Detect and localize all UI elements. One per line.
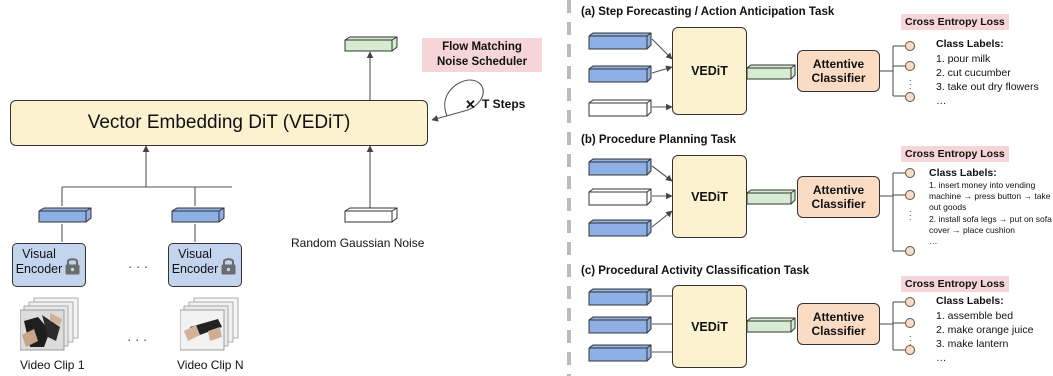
task-c-class-node-2 (905, 318, 915, 328)
task-b-input-2-white (588, 188, 652, 206)
task-b-title: (b) Procedure Planning Task (581, 134, 737, 146)
noise-embedding-white (344, 207, 398, 223)
task-c-class-node-1 (905, 297, 915, 307)
t-steps-label: T Steps (482, 97, 526, 111)
task-a-attentive-classifier: Attentive Classifier (797, 50, 880, 92)
task-b-input-3-blue (588, 219, 652, 237)
task-a-class-labels-title: Class Labels: (936, 38, 1004, 50)
task-a-class-node-2 (905, 61, 915, 71)
task-c-class-labels-list: 1. assemble bed 2. make orange juice 3. … (936, 309, 1051, 365)
task-a-class-labels-list: 1. pour milk 2. cut cucumber 3. take out… (936, 52, 1051, 108)
task-c-label-3: 3. make lantern (936, 338, 1009, 350)
task-a-label-1: 1. pour milk (936, 53, 991, 65)
encoder-ellipsis: · · · (128, 259, 149, 274)
task-a-output-green (746, 64, 796, 80)
task-b-attentive-classifier: Attentive Classifier (797, 176, 880, 218)
task-a-class-node-1 (905, 41, 915, 51)
output-embedding-green (344, 36, 398, 52)
task-c-input-2-blue (588, 316, 652, 334)
task-c-node-dots: ... (909, 329, 912, 347)
visual-encoder-n: Visual Encoder (168, 243, 242, 287)
task-b-output-green (746, 189, 796, 205)
task-a-input-2-blue (588, 65, 652, 83)
task-a-cross-entropy-loss: Cross Entropy Loss (901, 14, 1009, 30)
task-c-cross-entropy-loss: Cross Entropy Loss (901, 276, 1009, 292)
task-b-class-labels-list: 1. insert money into vending machine → p… (929, 180, 1052, 247)
clip-ellipsis: · · · (127, 332, 148, 347)
task-a-vedit-label: VEDiT (691, 64, 728, 78)
task-a-label-more: … (936, 95, 947, 107)
task-a-node-dots: ... (909, 73, 912, 91)
visual-encoder-n-label: Visual Encoder (171, 247, 219, 276)
task-a-label-2: 2. cut cucumber (936, 67, 1011, 79)
clip-n-embedding-blue (171, 207, 225, 223)
times-symbol: ✕ (465, 97, 476, 112)
task-b-vedit-label: VEDiT (691, 189, 728, 204)
video-clip-1-label: Video Clip 1 (20, 358, 85, 372)
vedit-main-block: Vector Embedding DiT (VEDiT) (10, 100, 428, 146)
task-c-input-1-blue (588, 288, 652, 306)
task-c-class-node-3 (905, 345, 915, 355)
task-c-label-more: … (936, 352, 947, 364)
vedit-main-label: Vector Embedding DiT (VEDiT) (87, 112, 351, 133)
task-b-class-node-2 (905, 190, 915, 200)
task-b-class-node-3 (905, 246, 915, 256)
task-a-class-node-3 (905, 92, 915, 102)
task-c-output-green (746, 317, 796, 333)
task-c-label-1: 1. assemble bed (936, 310, 1014, 322)
task-c-input-3-blue (588, 344, 652, 362)
task-b-label-2: 2. install sofa legs → put on sofa cover… (929, 213, 1052, 235)
task-b-label-1: 1. insert money into vending machine → p… (929, 180, 1051, 213)
flow-matching-scheduler-label: Flow Matching Noise Scheduler (422, 38, 542, 72)
task-c-vedit-block: VEDiT (672, 285, 747, 368)
task-a-input-3-white (588, 99, 652, 117)
task-c-vedit-label: VEDiT (691, 319, 728, 334)
video-clip-n-frames (180, 297, 239, 351)
task-b-label-more: … (929, 236, 938, 247)
lock-icon (65, 258, 80, 275)
task-c-class-labels-title: Class Labels: (936, 295, 1004, 307)
task-a-input-1-blue (588, 32, 652, 50)
task-c-attentive-classifier: Attentive Classifier (797, 303, 880, 345)
task-a-label-3: 3. take out dry flowers (936, 81, 1039, 93)
task-b-class-labels-title: Class Labels: (929, 167, 997, 179)
video-clip-1-frames (20, 297, 79, 351)
lock-icon (221, 258, 236, 275)
task-b-node-dots: ... (909, 204, 912, 222)
visual-encoder-1-label: Visual Encoder (15, 247, 63, 276)
task-c-label-2: 2. make orange juice (936, 324, 1034, 336)
task-b-vedit-block: VEDiT (672, 155, 747, 238)
task-a-title: (a) Step Forecasting / Action Anticipati… (581, 6, 835, 18)
video-clip-n-label: Video Clip N (177, 358, 244, 372)
visual-encoder-1: Visual Encoder (12, 243, 86, 287)
task-b-input-1-blue (588, 158, 652, 176)
task-a-vedit-block: VEDiT (672, 27, 747, 115)
task-c-title: (c) Procedural Activity Classification T… (581, 265, 810, 277)
task-b-cross-entropy-loss: Cross Entropy Loss (901, 146, 1009, 162)
clip-1-embedding-blue (38, 207, 92, 223)
task-b-class-node-1 (905, 168, 915, 178)
random-gaussian-noise-label: Random Gaussian Noise (291, 236, 425, 250)
panel-divider (567, 0, 571, 376)
